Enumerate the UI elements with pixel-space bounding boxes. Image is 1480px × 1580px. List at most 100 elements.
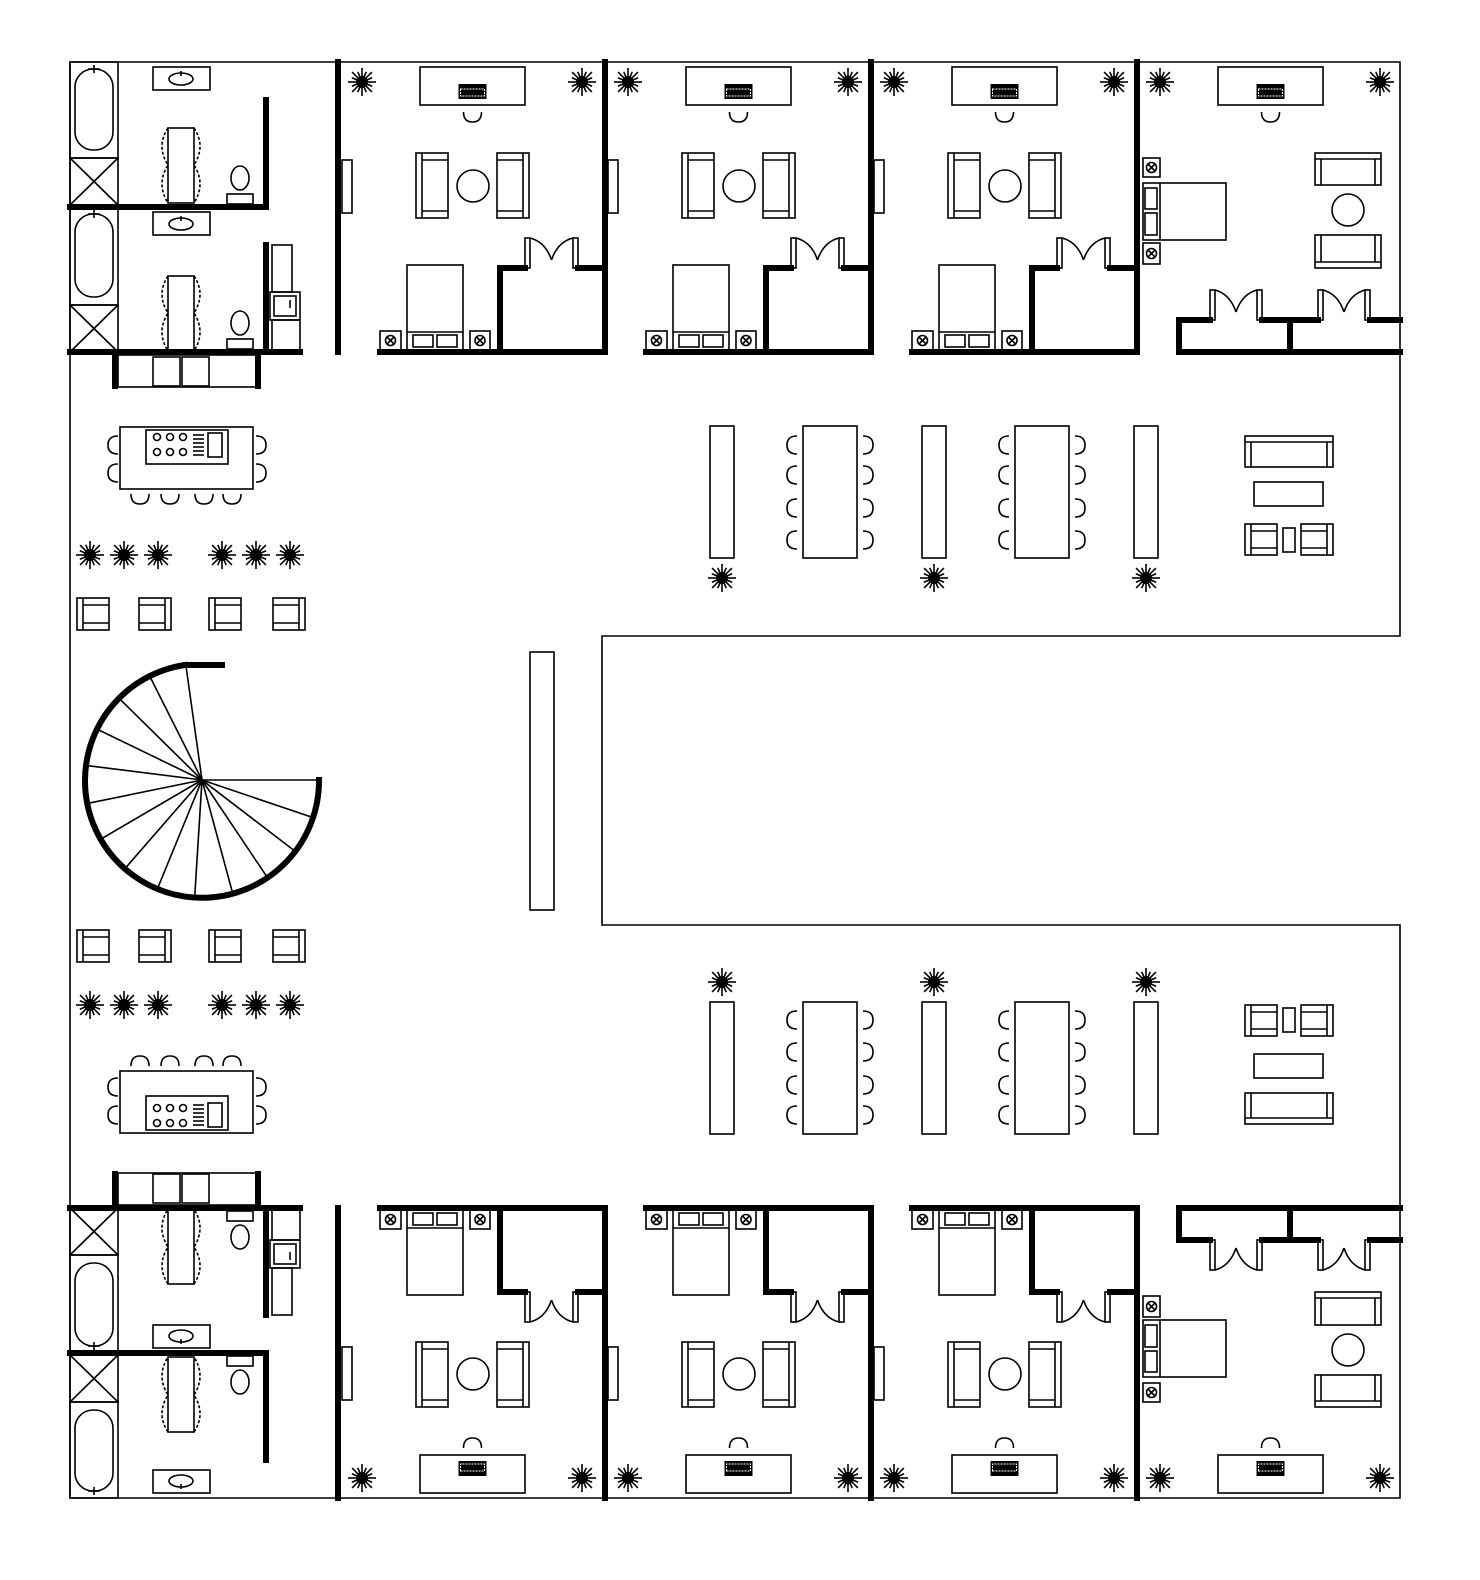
coffee-table-icon [456,169,490,203]
bathtub-basin [74,213,114,298]
plant-icon [276,541,304,569]
bench-icon [161,275,201,352]
plant-leaf [279,554,291,566]
stair-tread [193,779,203,897]
door-swing [1235,289,1258,313]
nightstand-icon [735,330,757,351]
chair-icon [107,463,119,483]
side-table-icon [1282,527,1296,553]
bathtub-icon [69,61,119,159]
plant-leaf [883,81,895,93]
armchair-icon [681,152,715,219]
plant-leaf [883,71,895,83]
chair-icon [462,111,483,123]
bed-icon [1142,182,1227,241]
shower-x [69,304,119,353]
armchair-icon [415,152,449,219]
bench-icon [709,425,735,559]
plant-leaf [255,554,267,566]
plant-icon [144,541,172,569]
toilet-tank [226,338,254,350]
plant-leaf [361,71,373,83]
keyboard-icon [1256,84,1285,99]
plant-leaf [351,81,363,93]
bathroom [69,206,254,353]
armchair-icon [208,597,242,631]
armchair-icon [1244,523,1278,556]
plant-leaf [1379,81,1391,93]
chair-icon [107,435,119,455]
plant-leaf [847,81,859,93]
closet-door-icon [1317,289,1371,321]
door-swing [529,237,553,261]
plant-leaf [351,71,363,83]
plant-leaf [123,544,135,556]
plant-leaf [837,81,849,93]
lamp [916,334,929,347]
keyboard [1256,84,1285,99]
kitchen-island-icon [107,426,267,505]
bathroom [69,61,254,206]
bed-icon [672,264,730,351]
bathtub-basin [74,68,114,151]
plant-leaf [1145,567,1157,579]
bench-icon [921,425,947,559]
plant-leaf [279,544,291,556]
island [119,426,254,490]
armchair-frame [947,152,981,219]
burner [152,432,162,442]
chair-icon [222,493,242,505]
refrigerator-icon [269,244,301,353]
coffee-table-icon [988,169,1022,203]
chair-icon [255,435,267,455]
bench [167,127,195,204]
armchair-frame [272,597,306,631]
armchair-icon [496,152,530,219]
plant-leaf [581,77,593,83]
sink-basin [152,356,181,387]
plant-leaf [571,81,583,93]
counter [117,354,259,388]
armchair-icon [272,597,306,631]
wall [497,265,528,355]
stair-tread [100,779,203,840]
pillow [702,334,724,348]
plant-leaf [79,554,91,566]
chair-icon [862,435,874,455]
plant-leaf [847,71,859,83]
plant-leaf [627,81,639,93]
plant-leaf [893,77,905,83]
plant-leaf [933,573,945,579]
pillow [678,334,700,348]
lamp-x [652,336,661,345]
plant-leaf [1159,81,1171,93]
plant-leaf [289,544,301,556]
plant-leaf [1145,573,1157,579]
bench-icon [161,127,201,204]
wall [1029,265,1060,355]
nightstand-icon [379,330,402,351]
stair-tread [87,779,203,805]
chair-icon [1074,465,1086,485]
cabinet [271,244,293,293]
wall [763,265,794,355]
plant-leaf [147,544,159,556]
desk-icon [685,66,792,123]
plant-icon [708,564,736,592]
armchair-icon [947,152,981,219]
chair-icon [194,493,214,505]
armchair-frame [1244,523,1278,556]
desk-icon [1217,66,1324,123]
lamp [1145,247,1158,260]
spiral-staircase-icon [82,661,323,901]
keyboard-icon [990,84,1019,99]
closet-door-icon [790,237,845,269]
plant-leaf [89,554,101,566]
plant-icon [834,68,862,96]
plant-icon [348,68,376,96]
plant-leaf [289,554,301,566]
nightstand-icon [1142,157,1161,178]
plant-icon [1146,68,1174,96]
plant-leaf [147,554,159,566]
